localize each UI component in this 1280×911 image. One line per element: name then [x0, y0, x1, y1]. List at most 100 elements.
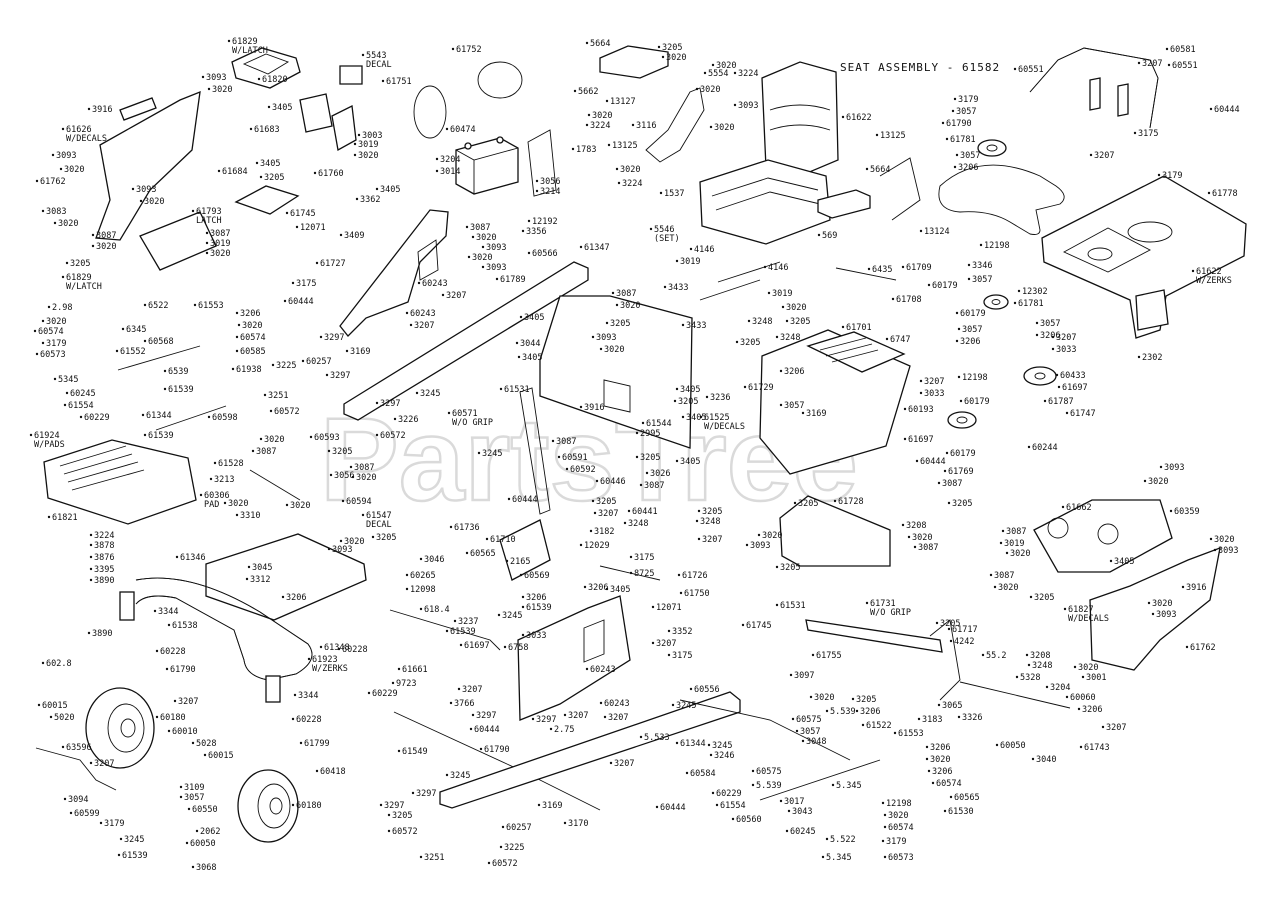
leader-dot — [945, 451, 949, 455]
leader-dot — [121, 327, 125, 331]
part-label-l79: 3205 — [264, 173, 284, 183]
bracket-plate-part — [299, 93, 333, 133]
part-label-l180: 3020 — [344, 537, 364, 547]
part-label-l32: 5554 — [708, 69, 728, 79]
leader-dot — [901, 523, 905, 527]
part-label-l158: 3297 — [330, 371, 350, 381]
leader-dot — [695, 87, 699, 91]
leader-dot — [893, 731, 897, 735]
seat-bracket-part — [645, 87, 705, 163]
part-label-l31: 3020 — [716, 61, 736, 71]
part-label-l335: 3182 — [594, 527, 614, 537]
part-label-l250: 3093 — [1156, 610, 1176, 620]
leader-dot — [681, 323, 685, 327]
leader-dot — [747, 319, 751, 323]
part-label-l331: 3205 — [596, 497, 616, 507]
part-label-l259: 61346 — [180, 553, 206, 563]
leader-dot — [927, 769, 931, 773]
part-label-l40: 3116 — [636, 121, 656, 131]
leader-dot — [787, 809, 791, 813]
part-label-l163: 60572 — [380, 431, 406, 441]
leader-dot — [1051, 347, 1055, 351]
leader-dot — [1133, 131, 1137, 135]
leader-dot — [391, 681, 395, 685]
leader-dot — [591, 335, 595, 339]
part-label-l72: 3205 — [70, 259, 90, 269]
leader-dot — [41, 319, 45, 323]
part-label-l337: 3205 — [702, 507, 722, 517]
leader-dot — [615, 303, 619, 307]
leader-dot — [205, 241, 209, 245]
part-label-l368: 3097 — [794, 671, 814, 681]
leader-dot — [1165, 47, 1169, 51]
leader-dot — [825, 709, 829, 713]
part-label-l164: 3245 — [420, 389, 440, 399]
leader-dot — [699, 415, 703, 419]
part-label-l429: 61530 — [948, 807, 974, 817]
part-label-l83: 12071 — [300, 223, 326, 233]
part-label-l408: 61554 — [720, 801, 746, 811]
part-label-l143: 60585 — [240, 347, 266, 357]
part-label-l51: 3057 — [960, 151, 980, 161]
leader-dot — [949, 639, 953, 643]
leader-dot — [779, 369, 783, 373]
leader-dot — [1137, 355, 1141, 359]
part-label-l379: 61743 — [1084, 743, 1110, 753]
leader-dot — [989, 573, 993, 577]
part-label-l221: 3033 — [924, 389, 944, 399]
leader-dot — [903, 437, 907, 441]
leader-dot — [249, 127, 253, 131]
leader-dot — [469, 727, 473, 731]
leader-dot — [793, 501, 797, 505]
leader-dot — [585, 41, 589, 45]
part-label-l392: 3207 — [614, 759, 634, 769]
leader-dot — [1035, 333, 1039, 337]
leader-dot — [675, 387, 679, 391]
leader-dot — [967, 277, 971, 281]
part-label-l50: 61781 — [950, 135, 976, 145]
part-label-l159: 3251 — [268, 391, 288, 401]
part-label-l360: 4242 — [954, 637, 974, 647]
leader-dot — [351, 475, 355, 479]
leader-dot — [79, 415, 83, 419]
leader-dot — [227, 39, 231, 43]
lever-part — [805, 619, 943, 653]
leader-dot — [445, 629, 449, 633]
diagram-title: SEAT ASSEMBLY - 61582 — [840, 61, 1000, 74]
leader-dot — [447, 411, 451, 415]
part-label-l269: 61348 — [324, 643, 350, 653]
part-label-l202: 3205 — [678, 397, 698, 407]
leader-dot — [245, 577, 249, 581]
roll-bar-part — [1029, 47, 1159, 129]
leader-dot — [593, 511, 597, 515]
part-label-l175: 3056 — [334, 471, 354, 481]
leader-dot — [791, 717, 795, 721]
part-label-l137: 61553 — [198, 301, 224, 311]
leader-dot — [415, 391, 419, 395]
leader-dot — [825, 837, 829, 841]
leader-dot — [345, 349, 349, 353]
leader-dot — [153, 609, 157, 613]
leader-dot — [957, 327, 961, 331]
part-label-l149: 61539 — [168, 385, 194, 395]
leader-dot — [235, 513, 239, 517]
part-label-l367: 61755 — [816, 651, 842, 661]
lower-frame-rail-part — [439, 691, 741, 809]
part-label-l11: 3083 — [46, 207, 66, 217]
part-label-l187: 3405 — [524, 313, 544, 323]
leader-dot — [191, 865, 195, 869]
part-label-l60: 60551 — [1172, 61, 1198, 71]
leader-dot — [517, 355, 521, 359]
leader-dot — [883, 855, 887, 859]
part-label-l43: 3020 — [620, 165, 640, 175]
leader-dot — [931, 781, 935, 785]
leader-dot — [1061, 505, 1065, 509]
part-label-l106: 3019 — [680, 257, 700, 267]
part-label-l395: 60556 — [694, 685, 720, 695]
spindle-post-part — [119, 591, 135, 621]
part-label-l239: 3019 — [1004, 539, 1024, 549]
part-label-l366: 60060 — [1070, 693, 1096, 703]
part-label-l176: 3087 — [354, 463, 374, 473]
part-label-l76: 3020 — [210, 249, 230, 259]
leader-dot — [659, 191, 663, 195]
